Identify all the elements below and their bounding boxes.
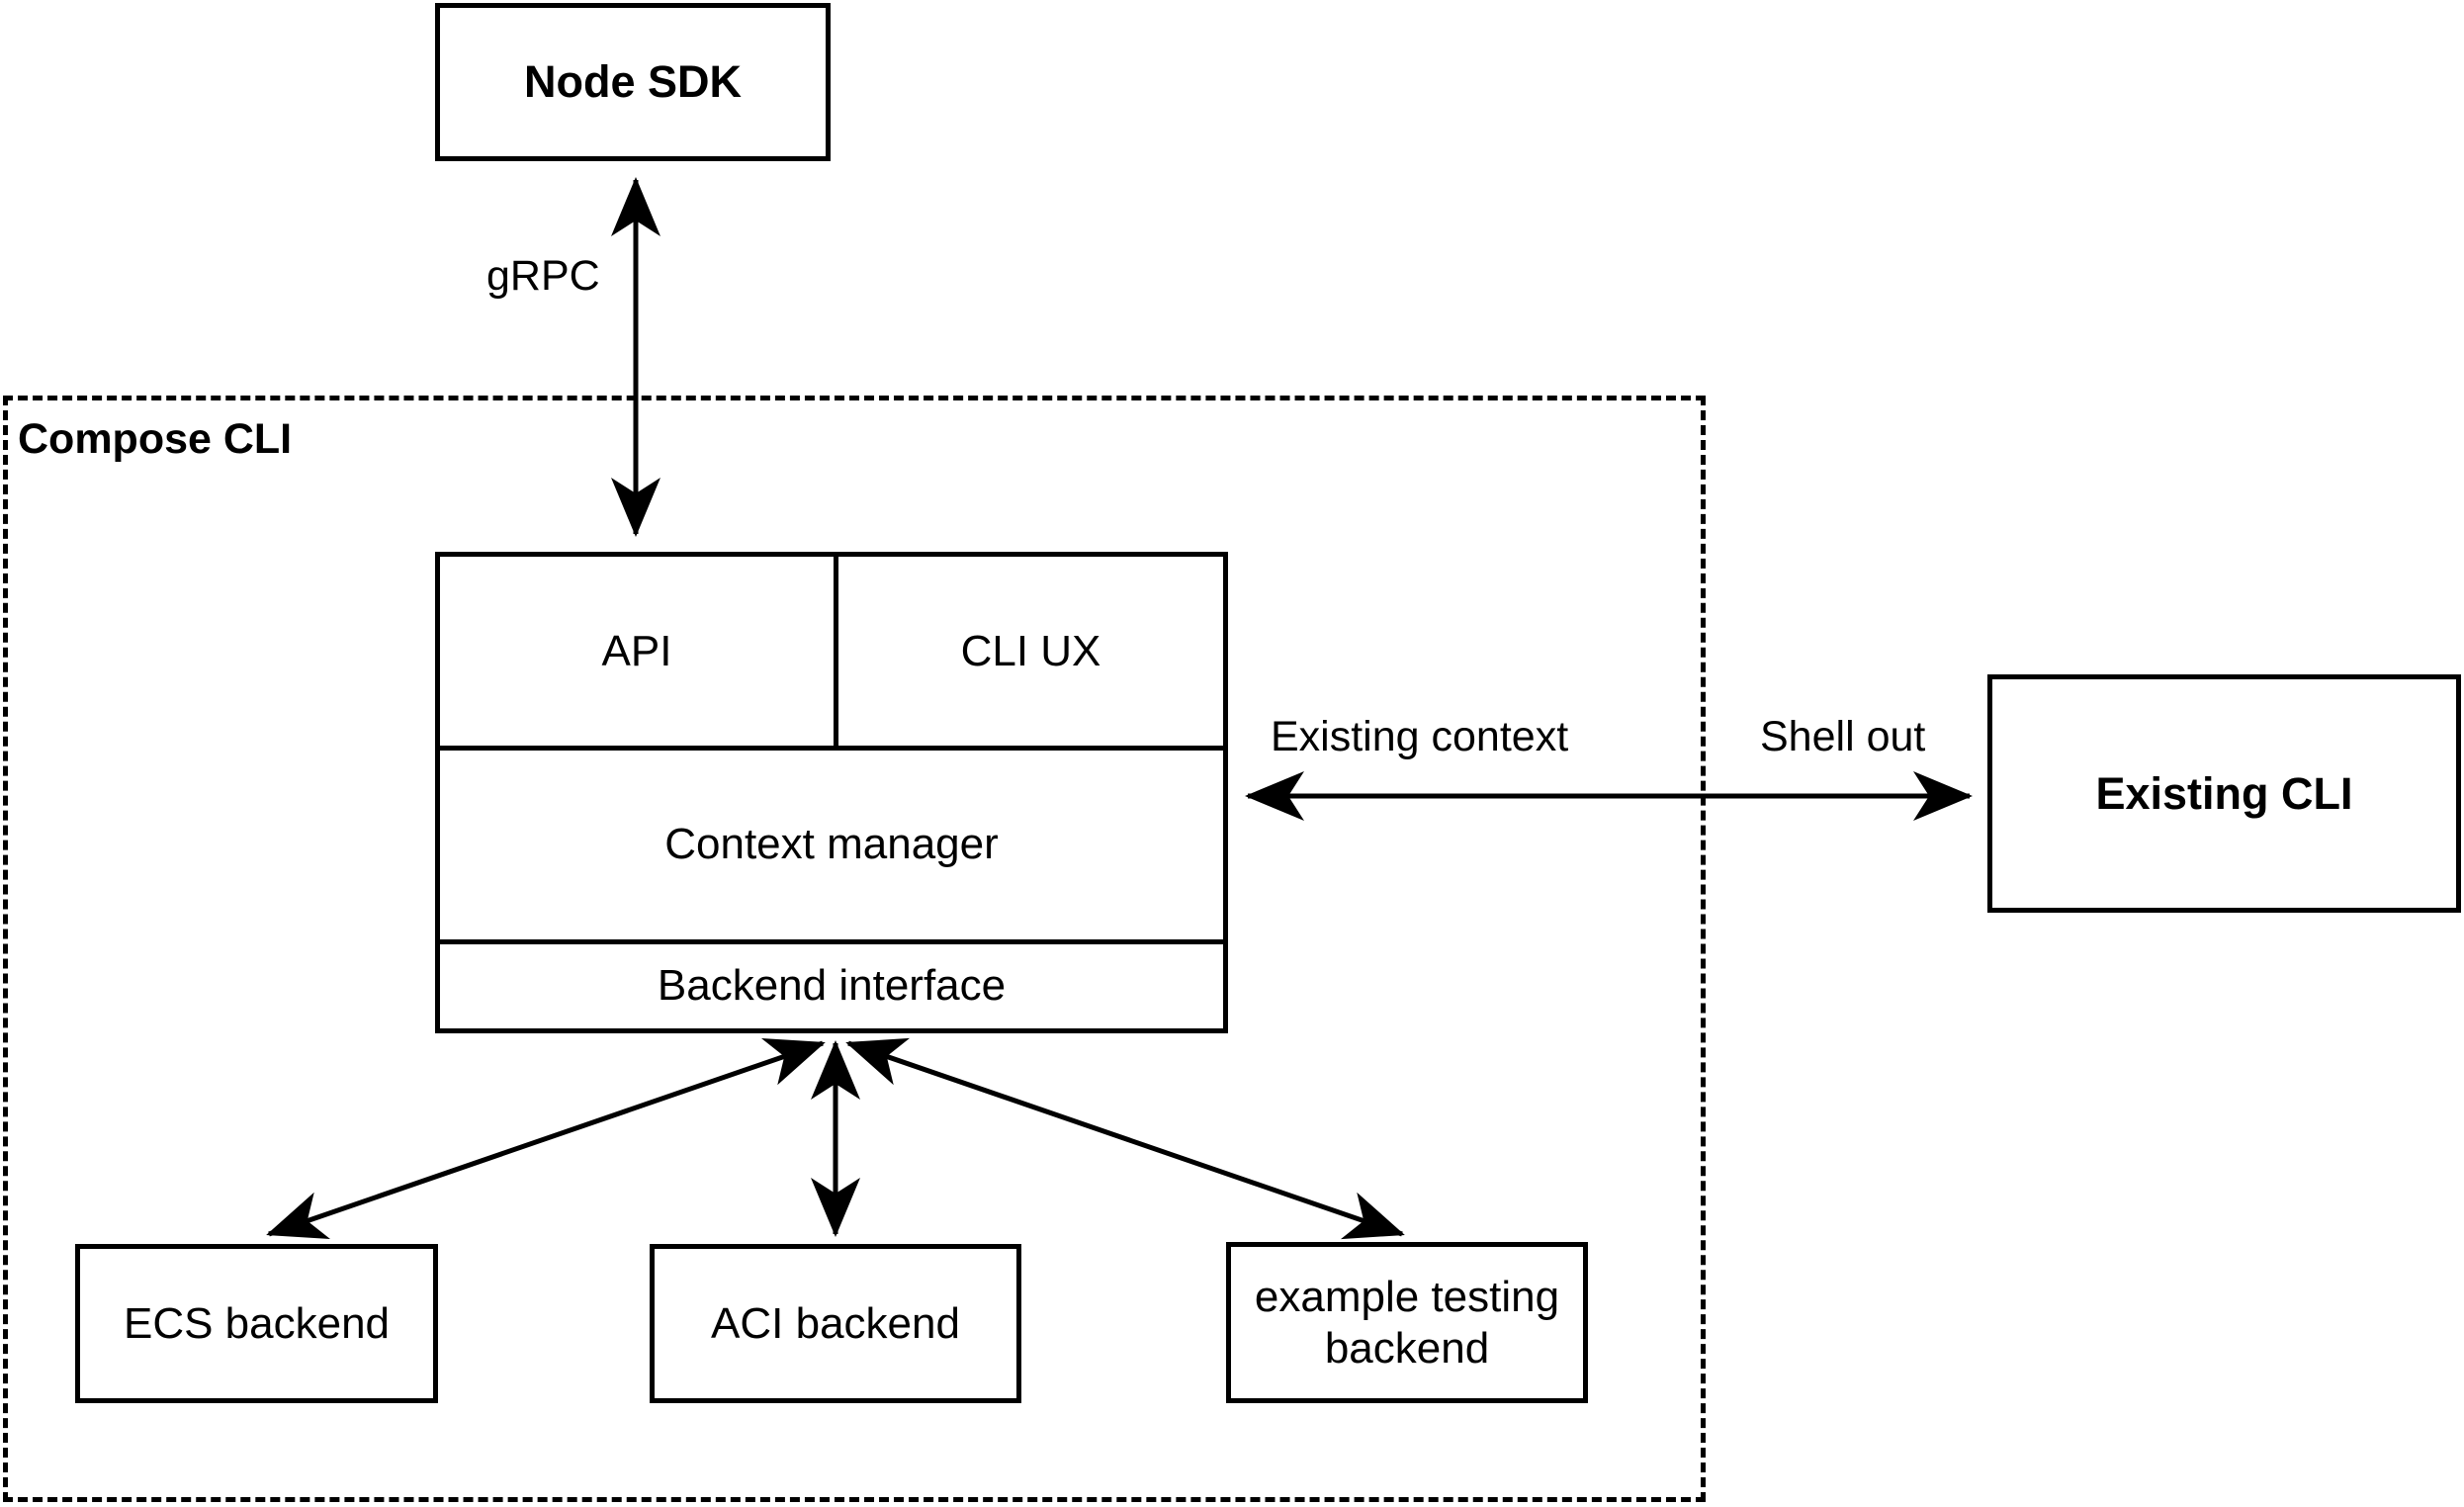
- api-label: API: [601, 626, 672, 675]
- node-box-aci-backend[interactable]: ACI backend: [650, 1244, 1021, 1403]
- stack-row-context-manager: Context manager: [440, 751, 1223, 944]
- backend-to-example-arrow: [845, 1037, 1405, 1240]
- stack-cell-cli-ux[interactable]: CLI UX: [838, 557, 1223, 746]
- stack-cell-backend-interface[interactable]: Backend interface: [440, 944, 1223, 1028]
- node-box-ecs-backend[interactable]: ECS backend: [75, 1244, 438, 1403]
- stack-cell-api[interactable]: API: [440, 557, 838, 747]
- context-manager-label: Context manager: [664, 820, 999, 869]
- shell-out-edge-label: Shell out: [1760, 713, 1926, 760]
- node-box-example-testing-backend[interactable]: example testing backend: [1226, 1242, 1588, 1403]
- node-box-node-sdk[interactable]: Node SDK: [435, 3, 831, 161]
- compose-cli-stack: API CLI UX Context manager Backend inter…: [435, 552, 1228, 1033]
- cli-ux-label: CLI UX: [960, 626, 1101, 675]
- backend-interface-label: Backend interface: [657, 961, 1007, 1011]
- backend-to-ecs-arrow: [266, 1037, 826, 1240]
- compose-cli-group-label: Compose CLI: [18, 415, 293, 463]
- grpc-edge-label: gRPC: [486, 252, 600, 300]
- aci-backend-label: ACI backend: [711, 1298, 960, 1348]
- compose-cli-group-boundary: [3, 396, 1706, 1502]
- stack-row-backend-interface: Backend interface: [440, 944, 1223, 1028]
- stack-cell-context-manager[interactable]: Context manager: [440, 751, 1223, 938]
- example-testing-backend-label: example testing backend: [1254, 1272, 1560, 1373]
- ecs-backend-label: ECS backend: [123, 1298, 391, 1348]
- node-box-existing-cli[interactable]: Existing CLI: [1987, 674, 2461, 913]
- existing-cli-label: Existing CLI: [2095, 767, 2353, 819]
- stack-row-api-cliux: API CLI UX: [440, 557, 1223, 752]
- existing-context-edge-label: Existing context: [1271, 713, 1569, 760]
- node-sdk-label: Node SDK: [523, 56, 742, 108]
